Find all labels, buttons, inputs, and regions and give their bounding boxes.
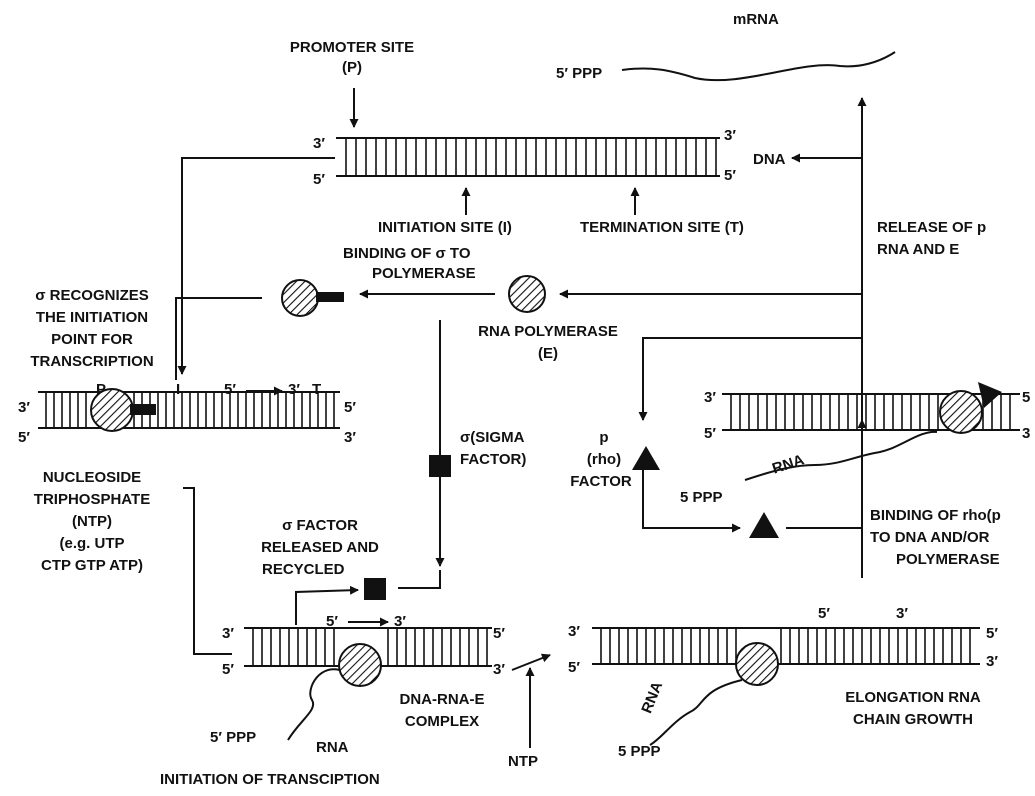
complex-dir-3: 3′: [394, 612, 406, 631]
rna-polymerase-abbrev: (E): [458, 344, 638, 363]
left-dna-p: P: [96, 380, 106, 399]
polymerase-right-dna: [940, 391, 982, 433]
elong-top-5: 5′: [818, 604, 830, 623]
rho-label-3: FACTOR: [566, 472, 636, 491]
binding-rho-label-2: TO DNA AND/OR: [870, 528, 989, 547]
left-dna-right-3: 3′: [344, 428, 356, 447]
elong-dna-right-5: 5′: [986, 624, 998, 643]
complex-label-1: DNA-RNA-E: [372, 690, 512, 709]
rna-polymerase-circle: [509, 276, 545, 312]
top-dna-right-5: 5′: [724, 166, 736, 185]
rna-strand-complex: [288, 669, 345, 740]
release-label-1: RELEASE OF p: [877, 218, 986, 237]
left-dna-5: 5′: [18, 428, 30, 447]
sigma-recognizes-4: TRANSCRIPTION: [4, 352, 180, 371]
right-dna-right-3: 3: [1022, 424, 1030, 443]
sigma-bound-square-icon: [316, 292, 344, 302]
sigma-recognizes-3: POINT FOR: [4, 330, 180, 349]
polymerase-complex: [339, 644, 381, 686]
complex-dna-right-5: 5′: [493, 624, 505, 643]
rho-label-1: p: [574, 428, 634, 447]
elong-top-3: 3′: [896, 604, 908, 623]
complex-ppp: 5′ PPP: [210, 728, 256, 747]
complex-dna-5: 5′: [222, 660, 234, 679]
rho-triangle-icon: [632, 446, 660, 470]
ntp-box-5: CTP GTP ATP): [4, 556, 180, 575]
sigma-factor-square-icon: [429, 455, 451, 477]
left-dna-t: T: [312, 380, 321, 399]
rho-triangle-release-icon: [978, 382, 1002, 408]
sigma-released-3: RECYCLED: [262, 560, 345, 579]
binding-rho-label-1: BINDING OF rho(p: [870, 506, 1001, 525]
release-label-2: RNA AND E: [877, 240, 959, 259]
initiation-title: INITIATION OF TRANSCIPTION: [160, 770, 380, 789]
top-dna-left-3: 3′: [313, 134, 325, 153]
elong-dna-5: 5′: [568, 658, 580, 677]
left-dna-3: 3′: [18, 398, 30, 417]
binding-rho-label-3: POLYMERASE: [896, 550, 1000, 569]
dna-top: [336, 138, 720, 176]
complex-dna-right-3: 3′: [493, 660, 505, 679]
sigma-attached-rect-icon: [130, 404, 156, 415]
rho-label-2: (rho): [574, 450, 634, 469]
elongation-label-2: CHAIN GROWTH: [838, 710, 988, 729]
mrna-strand: [622, 52, 895, 80]
sigma-recycled-square-icon: [364, 578, 386, 600]
complex-label-2: COMPLEX: [372, 712, 512, 731]
complex-dir-5: 5′: [326, 612, 338, 631]
top-dna-right-3: 3′: [724, 126, 736, 145]
right-ppp-label: 5 PPP: [680, 488, 723, 507]
elong-dna-3: 3′: [568, 622, 580, 641]
sigma-released-1: σ FACTOR: [240, 516, 400, 535]
elong-ppp: 5 PPP: [618, 742, 661, 761]
complex-rna: RNA: [316, 738, 349, 757]
binding-sigma-label-1: BINDING OF σ TO: [343, 244, 471, 263]
initiation-site-label: INITIATION SITE (I): [378, 218, 512, 237]
ntp-box-4: (e.g. UTP: [4, 534, 180, 553]
left-dna-dir-3: 3′: [288, 380, 300, 399]
mrna-five-end: 5′ PPP: [556, 64, 602, 83]
termination-site-label: TERMINATION SITE (T): [580, 218, 744, 237]
elongation-label-1: ELONGATION RNA: [838, 688, 988, 707]
sigma-released-2: RELEASED AND: [240, 538, 400, 557]
rna-polymerase-label: RNA POLYMERASE: [458, 322, 638, 341]
sigma-factor-label-1: σ(SIGMA: [460, 428, 524, 447]
sigma-factor-label-2: FACTOR): [460, 450, 526, 469]
polymerase-elongation: [736, 643, 778, 685]
elong-dna-right-3: 3′: [986, 652, 998, 671]
dna-bottom-elongation: [592, 628, 980, 664]
left-dna-dir-5: 5′: [224, 380, 236, 399]
sigma-recognizes-1: σ RECOGNIZES: [4, 286, 180, 305]
sigma-recognizes-2: THE INITIATION: [4, 308, 180, 327]
right-dna-3: 3′: [704, 388, 716, 407]
polymerase-with-sigma: [282, 280, 318, 316]
rho-triangle-bound-icon: [749, 512, 779, 538]
ntp-box-3: (NTP): [4, 512, 180, 531]
binding-sigma-label-2: POLYMERASE: [372, 264, 476, 283]
left-dna-i: I: [176, 380, 180, 399]
ntp-box-2: TRIPHOSPHATE: [4, 490, 180, 509]
promoter-site-abbrev: (P): [262, 58, 442, 77]
dna-label: DNA: [753, 150, 786, 169]
right-dna-right-5: 5: [1022, 388, 1030, 407]
promoter-site-label: PROMOTER SITE: [262, 38, 442, 57]
left-dna-right-5: 5′: [344, 398, 356, 417]
top-dna-left-5: 5′: [313, 170, 325, 189]
ntp-box-1: NUCLEOSIDE: [4, 468, 180, 487]
mrna-title: mRNA: [733, 10, 779, 29]
ntp-label: NTP: [508, 752, 538, 771]
complex-dna-3: 3′: [222, 624, 234, 643]
right-dna-5: 5′: [704, 424, 716, 443]
